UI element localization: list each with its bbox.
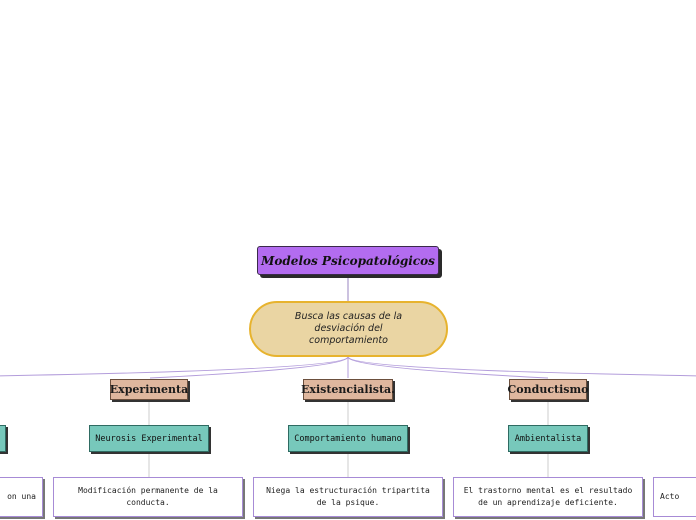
- category-node[interactable]: Experimenta: [110, 379, 188, 400]
- subtopic-label: Comportamiento humano: [294, 433, 402, 444]
- partial-right-description[interactable]: Acto: [653, 477, 696, 517]
- category-node[interactable]: Conductismo: [507, 379, 589, 400]
- description-node[interactable]: El trastorno mental es el resultado de u…: [453, 477, 643, 517]
- partial-left-subtopic[interactable]: [0, 425, 6, 452]
- subtopic-label: Ambientalista: [514, 433, 582, 444]
- subtopic-label: Neurosis Experimental: [95, 433, 203, 444]
- root-title: Modelos Psicopatológicos: [261, 253, 435, 268]
- description-text: Niega la estructuración tripartita de la…: [266, 486, 430, 507]
- description-node[interactable]: Modificación permanente de la conducta.: [53, 477, 243, 517]
- main-topic-node[interactable]: Busca las causas de la desviación del co…: [249, 301, 448, 357]
- main-topic-text: Busca las causas de la desviación del co…: [294, 311, 403, 346]
- description-text: Modificación permanente de la conducta.: [78, 486, 218, 507]
- category-node[interactable]: Existencialista.: [301, 379, 395, 400]
- partial-right-description-text: Acto: [660, 492, 680, 501]
- description-text: El trastorno mental es el resultado de u…: [463, 486, 633, 507]
- partial-left-description-text: on una: [7, 492, 36, 501]
- description-node[interactable]: Niega la estructuración tripartita de la…: [253, 477, 443, 517]
- partial-left-description[interactable]: on una: [0, 477, 43, 517]
- category-label: Conductismo: [507, 383, 589, 396]
- root-node[interactable]: Modelos Psicopatológicos: [257, 246, 439, 275]
- subtopic-node[interactable]: Ambientalista: [508, 425, 588, 452]
- subtopic-node[interactable]: Comportamiento humano: [288, 425, 408, 452]
- category-label: Experimenta: [109, 383, 189, 396]
- subtopic-node[interactable]: Neurosis Experimental: [89, 425, 209, 452]
- category-label: Existencialista.: [301, 383, 395, 396]
